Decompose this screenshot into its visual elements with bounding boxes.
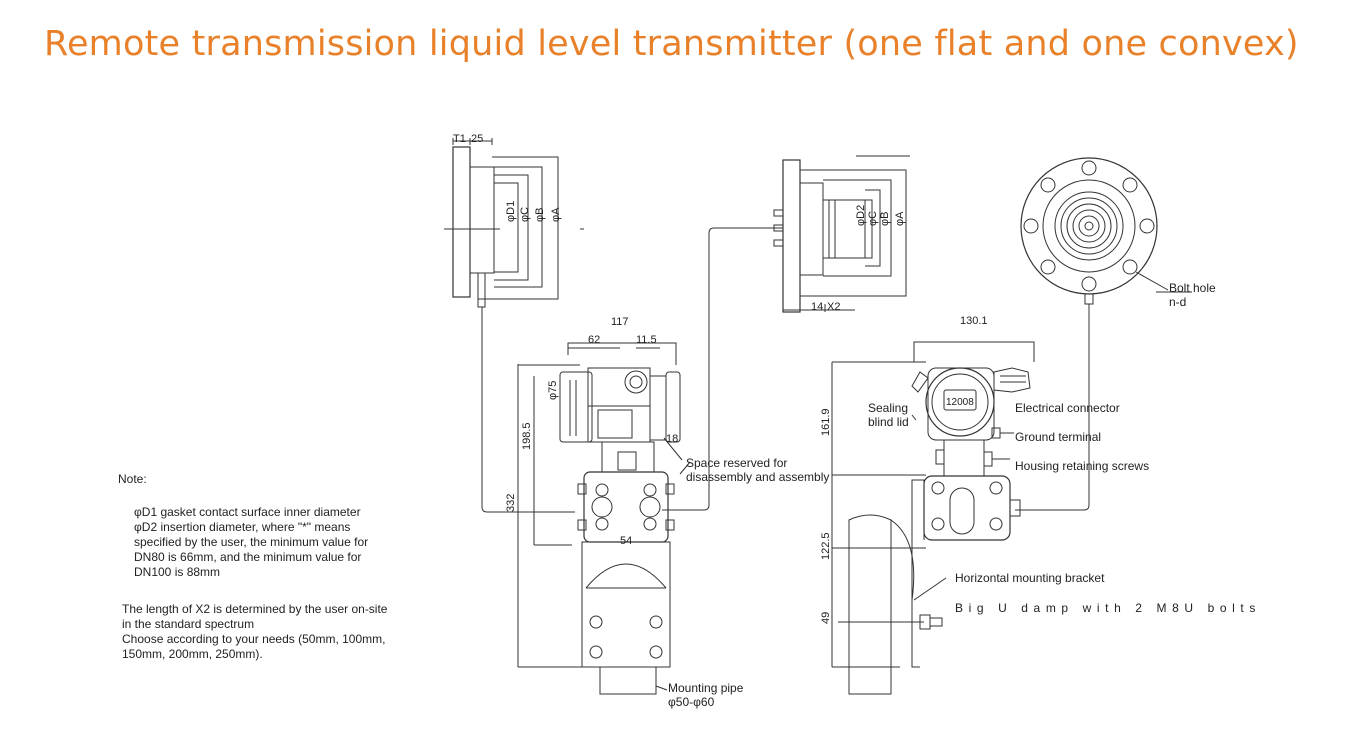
dim-phi-d2: φD2 xyxy=(855,205,867,226)
dim-11-5: 11.5 xyxy=(636,334,657,346)
dim-130-1: 130.1 xyxy=(960,315,988,327)
label-sealing-blind-lid: Sealing blind lid xyxy=(868,401,909,429)
lcd-display-value: 12008 xyxy=(946,397,974,408)
notes-paragraph-diameters: φD1 gasket contact surface inner diamete… xyxy=(134,505,369,579)
notes-header: Note: xyxy=(118,472,147,486)
dim-phi-a-left: φA xyxy=(550,207,562,222)
dim-phi-c-right: φC xyxy=(867,211,879,226)
dim-198-5: 198.5 xyxy=(521,422,533,450)
dim-phi-75: φ75 xyxy=(547,381,559,400)
dim-117: 117 xyxy=(611,316,629,328)
dim-phi-d1: φD1 xyxy=(505,201,517,222)
label-space-reserved: Space reserved for disassembly and assem… xyxy=(686,456,830,484)
notes-panel: Note: φD1 gasket contact surface inner d… xyxy=(118,472,418,662)
label-housing-retaining-screws: Housing retaining screws xyxy=(1015,459,1150,473)
dim-phi-b-right: φB xyxy=(879,212,891,226)
dim-t1-value: 25 xyxy=(471,133,483,145)
page-title: Remote transmission liquid level transmi… xyxy=(44,24,1299,64)
dim-14: 14 xyxy=(811,301,823,313)
dim-18: 18 xyxy=(666,433,678,445)
convex-flange-drawing xyxy=(662,155,910,511)
dim-54: 54 xyxy=(620,535,632,547)
label-bolt-hole: Bolt hole n-d xyxy=(1169,281,1216,309)
dim-phi-a-right: φA xyxy=(894,211,906,226)
flange-top-view xyxy=(1015,157,1192,511)
dim-phi-b-left: φB xyxy=(534,208,546,222)
front-view-transmitter xyxy=(517,342,691,695)
label-ground-terminal: Ground terminal xyxy=(1015,430,1102,444)
label-electrical-connector: Electrical connector xyxy=(1015,401,1120,415)
flat-flange-drawing xyxy=(444,138,584,513)
label-horizontal-mounting-bracket: Horizontal mounting bracket xyxy=(955,571,1105,585)
label-u-clamp: Big U damp with 2 M8U bolts xyxy=(955,601,1261,615)
notes-paragraph-x2: The length of X2 is determined by the us… xyxy=(122,602,388,661)
dim-49: 49 xyxy=(820,612,832,624)
dim-phi-c-left: φC xyxy=(519,207,531,222)
dim-x2: X2 xyxy=(827,301,840,313)
dim-t1: T1 xyxy=(453,133,466,145)
dim-62: 62 xyxy=(588,334,600,346)
label-mounting-pipe: Mounting pipe φ50-φ60 xyxy=(668,681,744,709)
side-view-transmitter xyxy=(831,341,1035,695)
dim-122-5: 122.5 xyxy=(820,532,832,560)
dim-332: 332 xyxy=(505,494,517,512)
dim-161-9: 161.9 xyxy=(820,408,832,436)
